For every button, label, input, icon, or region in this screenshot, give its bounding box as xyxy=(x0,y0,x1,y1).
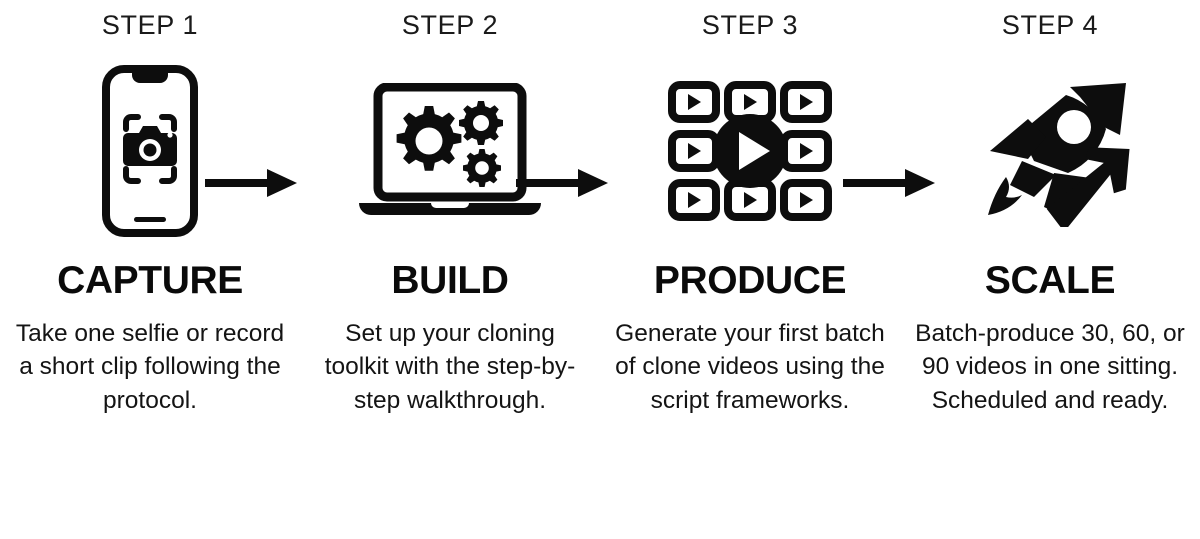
step-heading-1: CAPTURE xyxy=(57,259,243,302)
video-grid-play-icon xyxy=(668,81,832,221)
step-icon-1 xyxy=(6,55,294,247)
step-body-4: Batch-produce 30, 60, or 90 videos in on… xyxy=(915,320,1185,414)
step-column-4: STEP 4 xyxy=(900,0,1200,539)
step-heading-2: BUILD xyxy=(391,259,509,302)
step-column-2: STEP 2 xyxy=(300,0,600,539)
step-icon-4 xyxy=(906,55,1194,247)
step-label-4: STEP 4 xyxy=(1001,10,1099,40)
rocket-launch-icon xyxy=(988,83,1130,227)
step-icon-3 xyxy=(606,55,894,247)
step-column-1: STEP 1 xyxy=(0,0,300,539)
step-label-3: STEP 3 xyxy=(701,10,799,40)
step-body-2: Set up your cloning toolkit with the ste… xyxy=(324,320,576,414)
step-label-2: STEP 2 xyxy=(401,10,499,40)
step-label-1: STEP 1 xyxy=(101,10,199,40)
step-icon-2 xyxy=(306,55,594,247)
step-body-3: Generate your first batch of clone video… xyxy=(615,320,885,414)
step-column-3: STEP 3 xyxy=(600,0,900,539)
step-heading-4: SCALE xyxy=(984,259,1116,302)
step-body-1: Take one selfie or record a short clip f… xyxy=(15,320,285,414)
step-heading-3: PRODUCE xyxy=(653,259,847,302)
laptop-gears-icon xyxy=(359,83,541,215)
smartphone-camera-icon xyxy=(102,65,198,237)
